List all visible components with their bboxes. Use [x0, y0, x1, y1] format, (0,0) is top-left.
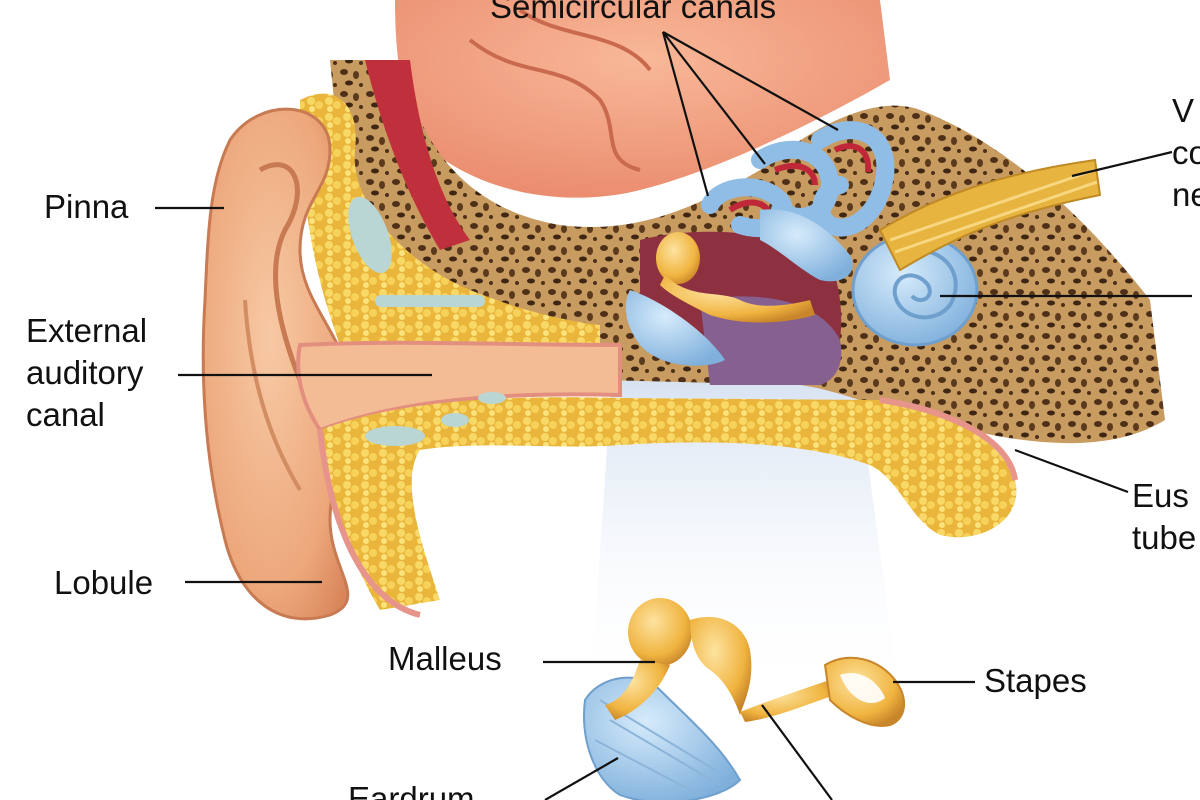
ossicles-in-situ: [660, 275, 815, 323]
pinna: [201, 107, 354, 621]
label-vestibulocochlear-line3: ne: [1172, 176, 1200, 213]
label-vestibulocochlear-line1: V: [1172, 92, 1195, 129]
label-external-auditory-canal-line2: auditory: [26, 354, 144, 391]
label-vestibulocochlear-line2: co: [1172, 134, 1200, 171]
eardrum-in-situ: [625, 290, 725, 366]
vestibule: [760, 209, 853, 282]
external-auditory-canal: [296, 340, 622, 433]
label-eardrum: Eardrum: [348, 780, 475, 800]
leader-lines: [155, 31, 1192, 800]
label-semicircular-canals: Semicircular canals: [490, 0, 777, 25]
label-eustachian-line2: tube: [1132, 519, 1197, 556]
malleus-enlarged: [628, 598, 692, 666]
label-lobule: Lobule: [54, 564, 154, 601]
label-external-auditory-canal-line3: canal: [26, 396, 105, 433]
incus-enlarged: [690, 616, 752, 715]
fat-tissue-upper: [300, 93, 600, 345]
brain-tissue: [395, 0, 890, 198]
fat-tissue-lower: [320, 397, 1017, 610]
label-stapes: Stapes: [984, 662, 1087, 699]
label-malleus: Malleus: [388, 640, 502, 677]
blood-vessel: [365, 60, 470, 250]
label-eustachian-line1: Eus: [1132, 477, 1189, 514]
label-pinna: Pinna: [44, 188, 129, 225]
label-external-auditory-canal-line1: External: [26, 312, 148, 349]
